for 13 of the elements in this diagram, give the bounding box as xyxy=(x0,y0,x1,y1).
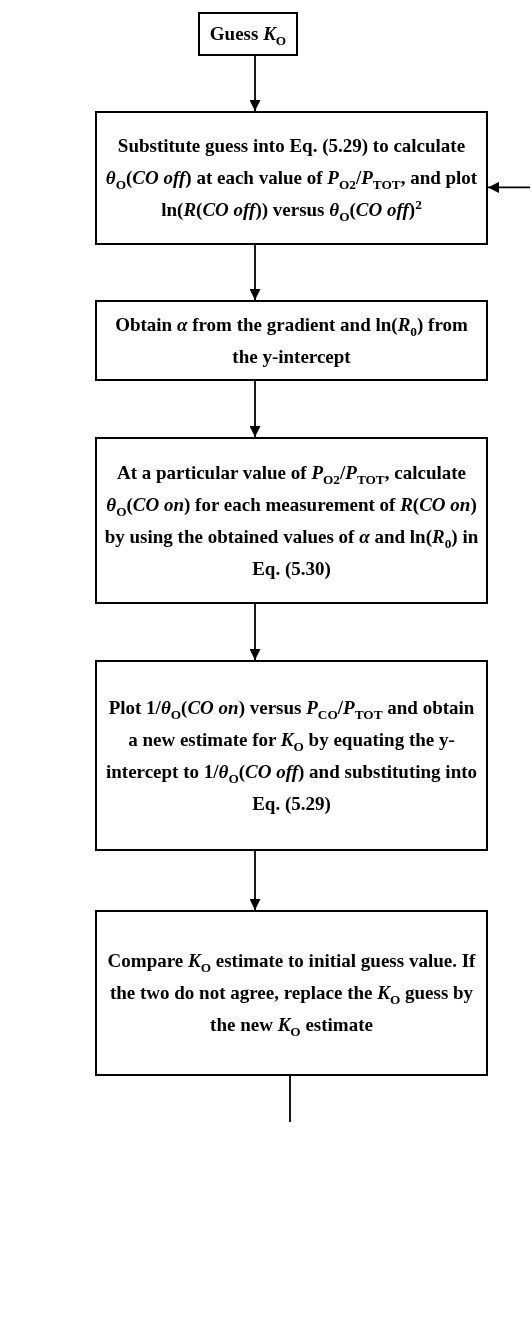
arrow xyxy=(249,55,261,112)
arrow xyxy=(487,181,531,193)
process-box: At a particular value of P$_{O2}$/P$_{TOT}$, calculate θ$_{O}$(CO on) for each measurement of R(CO on) by using the obtained values of α and ln(R$_{0}$) in Eq. (5.30) xyxy=(95,437,488,604)
connector-line xyxy=(289,1075,291,1123)
arrow xyxy=(249,244,261,301)
process-box: Plot 1/θ$_{O}$(CO on) versus P$_{CO}$/P$_{TOT}$ and obtain a new estimate for K$_{O}$ by equating the y-intercept to 1/θ$_{O}$(CO off) and substituting into Eq. (5.29) xyxy=(95,660,488,851)
arrow xyxy=(249,380,261,438)
process-box: Substitute guess into Eq. (5.29) to calculate θ$_{O}$(CO off) at each value of P$_{O2}$/P$_{TOT}$, and plot ln(R(CO off)) versus θ$_{O}$(CO off)$^{2}$ xyxy=(95,111,488,245)
arrow xyxy=(249,603,261,661)
process-box: Guess K$_{O}$ xyxy=(198,12,298,56)
arrow xyxy=(249,850,261,911)
process-box: Obtain α from the gradient and ln(R$_{0}$) from the y-intercept xyxy=(95,300,488,381)
process-box: Compare K$_{O}$ estimate to initial guess value. If the two do not agree, replace the K$_{O}$ guess by the new K$_{O}$ estimate xyxy=(95,910,488,1076)
